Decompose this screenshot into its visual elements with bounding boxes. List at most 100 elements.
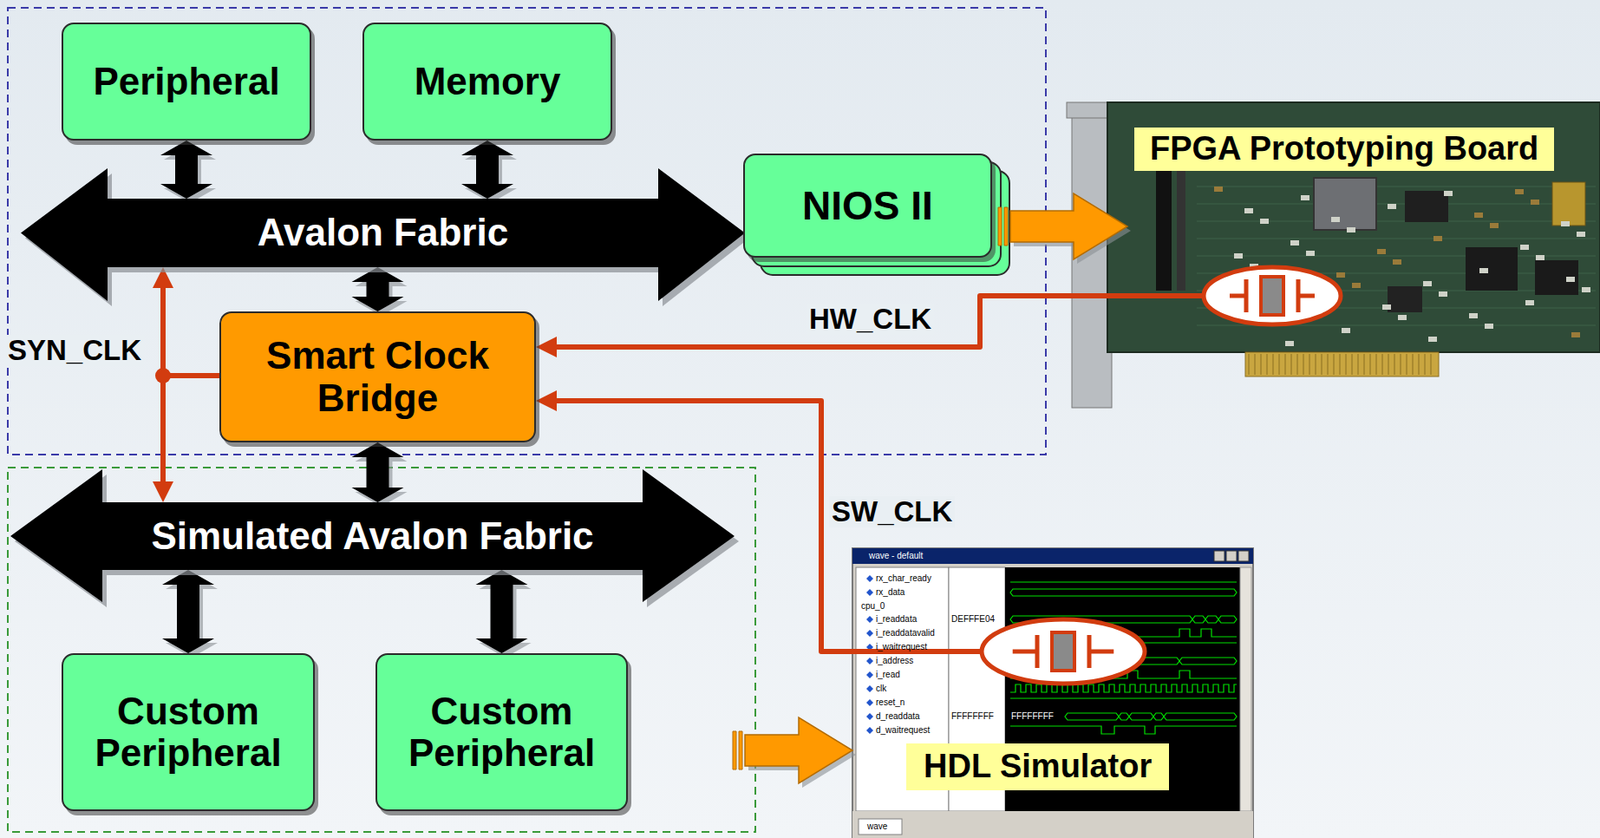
board-trace [1196, 238, 1596, 240]
connector-finger [1376, 353, 1378, 375]
smd-part [1515, 189, 1524, 195]
fpga-board-picture [1066, 102, 1600, 408]
connector-group [160, 140, 216, 203]
tab [858, 818, 902, 835]
smd-part [1377, 248, 1386, 255]
smd-part [1397, 314, 1407, 320]
crystal-body [1051, 632, 1075, 671]
connector-finger [1406, 353, 1408, 375]
signal-label: SW_CLK [829, 496, 955, 528]
waveform-text: wave - default [868, 550, 923, 562]
bus-trace [1179, 657, 1237, 665]
smd-part [1560, 221, 1570, 227]
connector-finger [1327, 353, 1329, 375]
component-box: Memory [362, 22, 613, 141]
signal-icon [866, 657, 874, 665]
connector-finger [1285, 353, 1287, 375]
fpga-chip [1313, 177, 1377, 230]
node-label: Avalon Fabric [257, 211, 509, 254]
ic-chip [1534, 260, 1579, 295]
node-label: Peripheral [92, 60, 280, 103]
smd-part [1469, 313, 1478, 319]
connector-finger [1364, 353, 1365, 375]
ic-chip [1404, 190, 1449, 223]
smd-part [1581, 287, 1591, 293]
waveform-text: rx_data [875, 587, 905, 598]
smd-part [1484, 323, 1494, 329]
waveform-text: i_readdata [875, 613, 917, 625]
smd-part [1260, 218, 1269, 224]
bus-trace [1064, 712, 1119, 720]
fabric-arrow [10, 469, 735, 602]
bus-connector [160, 140, 213, 199]
connector-finger [1339, 353, 1341, 375]
signal-trace [1010, 684, 1237, 693]
node-label: Simulated Avalon Fabric [150, 515, 594, 557]
crystal-outline [981, 619, 1145, 684]
smd-part [1346, 227, 1356, 233]
signal-icon [866, 698, 874, 706]
connector-finger [1424, 353, 1426, 375]
arrow-tail-stripe [732, 731, 737, 770]
crystal-symbol [981, 619, 1145, 684]
signal-label: SYN_CLK [5, 334, 144, 366]
junction-dot [155, 367, 171, 384]
smd-part [1392, 259, 1402, 265]
signal-label: HW_CLK [806, 303, 934, 335]
waveform-text: rx_char_ready [875, 573, 932, 584]
waveform-text: clk [875, 683, 887, 694]
smd-part [1331, 216, 1340, 223]
node-label: Custom Peripheral [71, 690, 305, 775]
bus-trace [1153, 712, 1164, 720]
smd-part [1479, 267, 1489, 274]
signal-icon [866, 712, 874, 720]
signal-icon [866, 588, 874, 596]
data-arrow [1010, 193, 1128, 260]
signal-icon [866, 726, 874, 734]
smd-part [1341, 327, 1351, 334]
smd-part [1214, 186, 1223, 192]
bus-connector [461, 140, 514, 199]
signal-icon [866, 629, 874, 637]
bus-connector [476, 569, 529, 654]
waveform-text: FFFFFFFF [951, 711, 994, 722]
edge-connector [1245, 352, 1439, 377]
smd-part [1433, 235, 1443, 242]
connector-finger [1400, 353, 1402, 375]
bus-trace [1129, 712, 1154, 720]
waveform-text: DEFFFE04 [951, 613, 995, 625]
bus-trace [1010, 588, 1237, 596]
connector-finger [1345, 353, 1347, 375]
connector-finger [1412, 353, 1414, 375]
window-button [1226, 550, 1237, 562]
smd-part [1474, 212, 1483, 218]
smd-part [1566, 276, 1575, 282]
connector-finger [1260, 353, 1262, 375]
signal-trace [1010, 581, 1237, 582]
connector-finger [1430, 353, 1432, 375]
connector-finger [1418, 353, 1420, 375]
waveform-text: d_readdata [875, 711, 921, 722]
smd-part [1443, 190, 1453, 196]
signal-icon [866, 574, 874, 582]
connector-finger [1315, 353, 1317, 375]
waveform-text: wave [867, 821, 888, 832]
connector-group [352, 442, 408, 507]
node-label: Custom Peripheral [385, 690, 618, 775]
title-bar [852, 548, 1254, 564]
connector-group [461, 140, 517, 203]
crystal-outline [1203, 267, 1341, 325]
smd-part [1306, 250, 1315, 256]
board-trace [1196, 221, 1596, 223]
board-trace [1196, 186, 1596, 188]
bus-trace [1218, 615, 1237, 623]
bus-connector [352, 267, 405, 312]
connector-finger [1254, 353, 1256, 375]
data-arrow [744, 717, 853, 784]
smd-part [1244, 208, 1254, 214]
smd-part [1525, 300, 1535, 306]
waveform-text: FFFFFFFF [1011, 711, 1054, 722]
smd-part [1423, 280, 1432, 287]
smd-part [1336, 272, 1346, 278]
